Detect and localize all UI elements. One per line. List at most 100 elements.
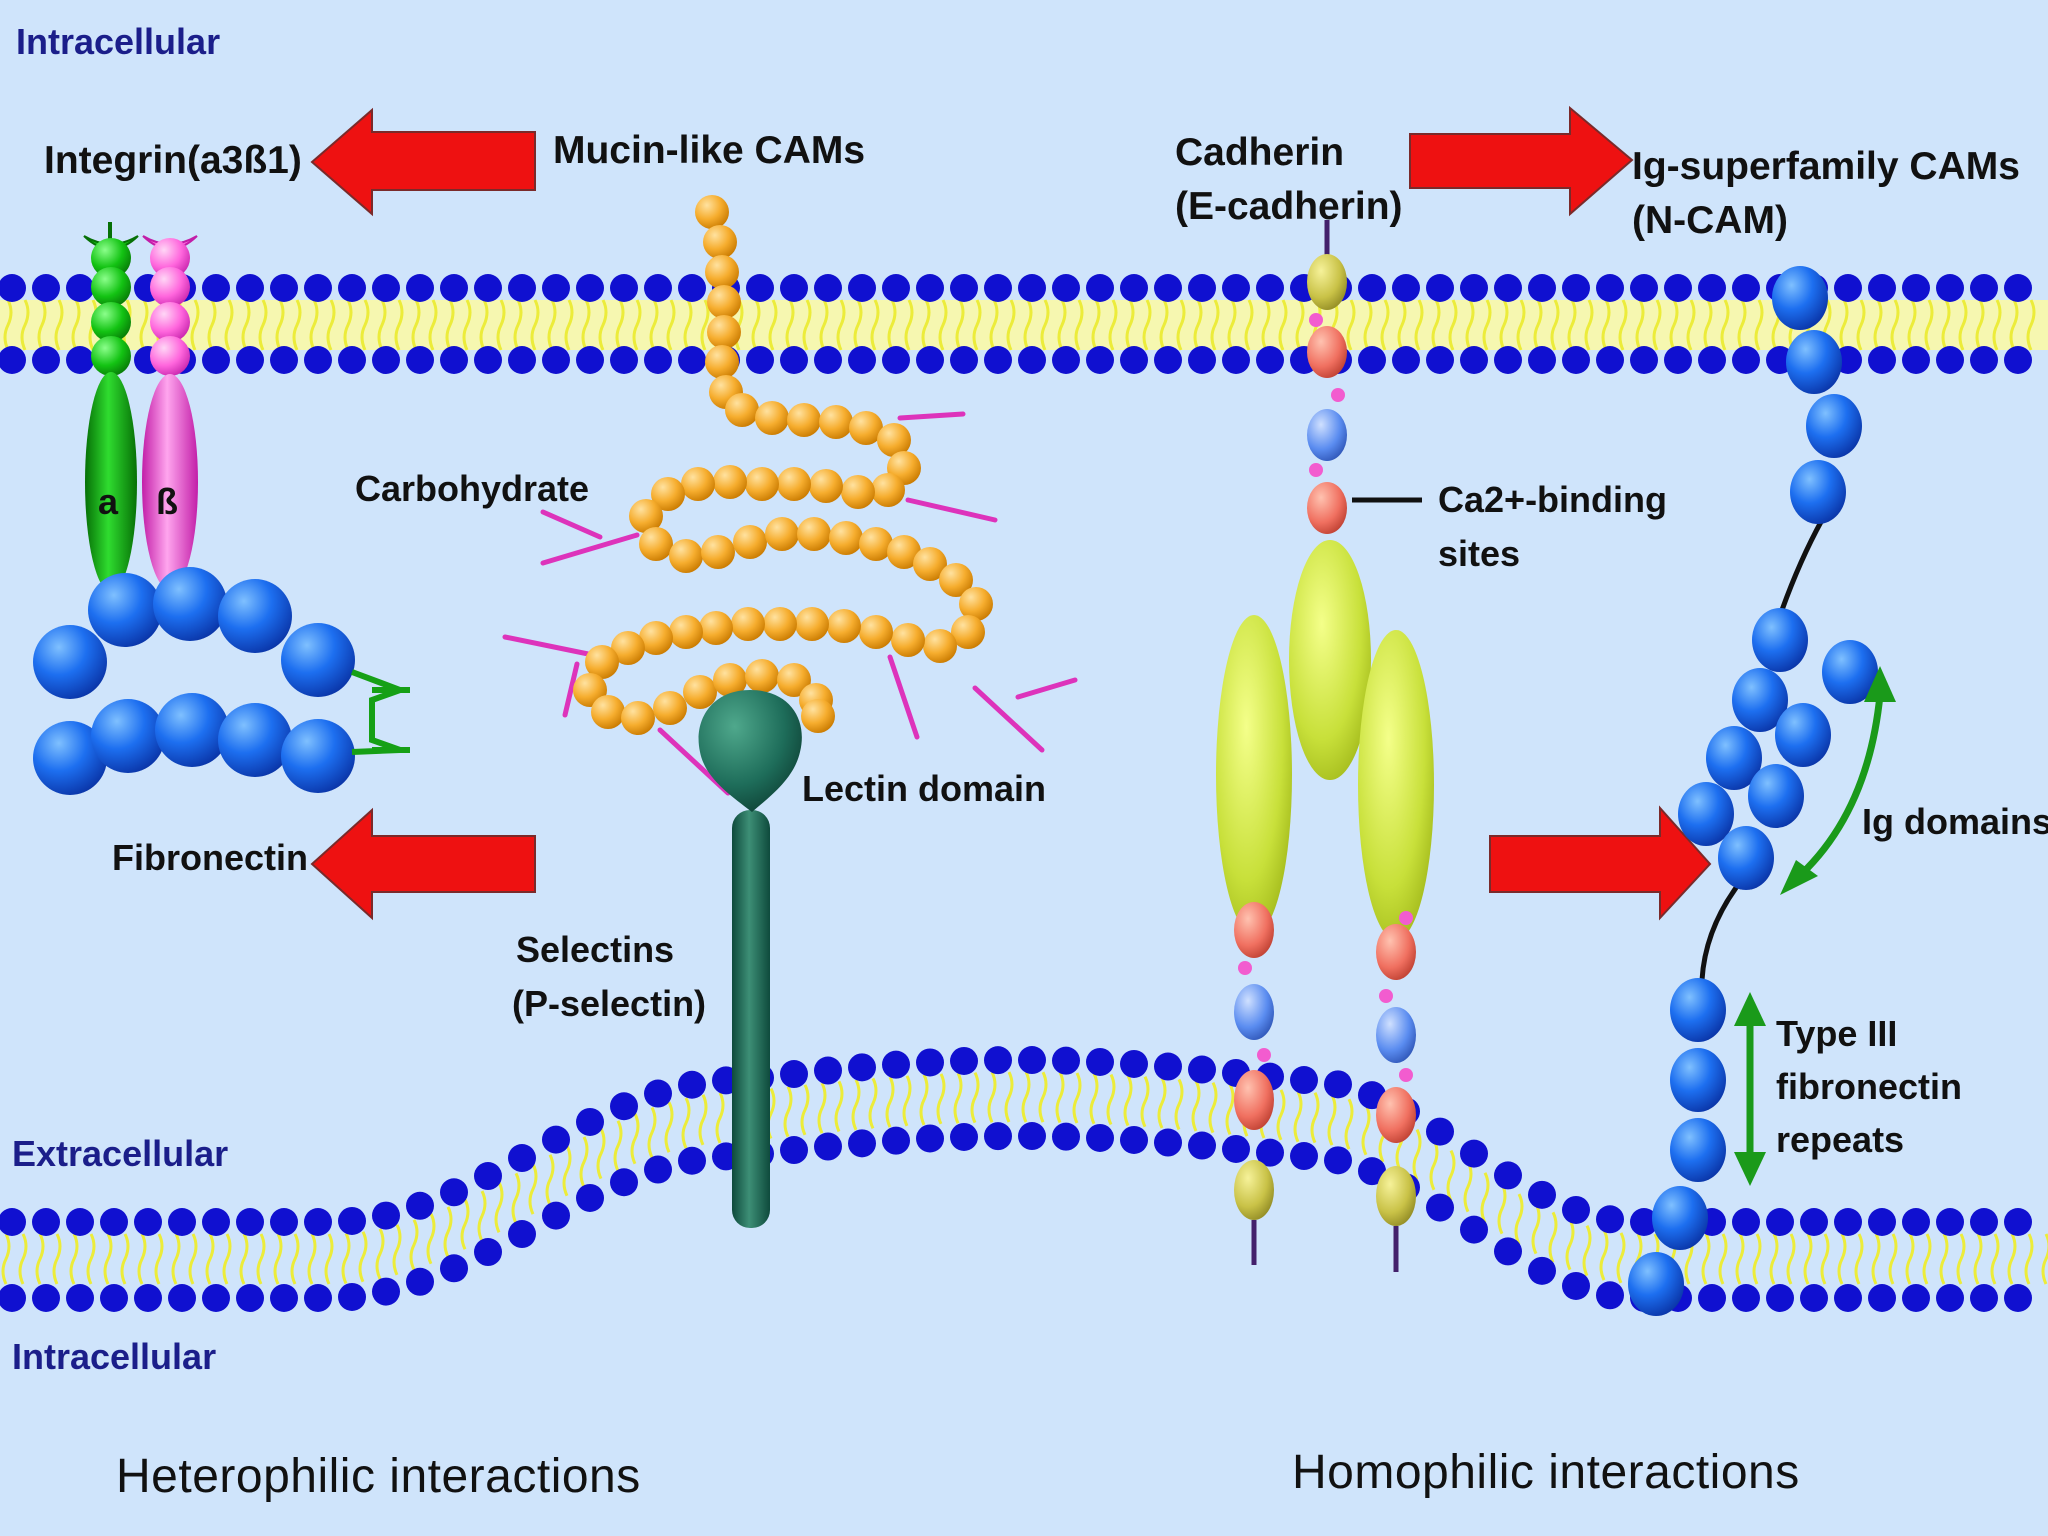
lipid-head	[1120, 274, 1148, 302]
lipid-head	[1358, 346, 1386, 374]
mucin-bead	[585, 645, 619, 679]
lipid-head	[1188, 274, 1216, 302]
lipid-head	[848, 1129, 876, 1158]
lipid-head	[1154, 1052, 1182, 1081]
lipid-head	[678, 346, 706, 374]
lipid-head	[1800, 1208, 1828, 1236]
region-label-bottom-intracellular: Intracellular	[12, 1336, 217, 1377]
lipid-head	[644, 274, 672, 302]
mucin-bead	[951, 615, 985, 649]
cadherin-ec1-domain	[1289, 540, 1371, 780]
lipid-head	[1120, 1049, 1148, 1078]
lipid-head	[984, 1122, 1012, 1151]
e-cadherin-label: (E-cadherin)	[1175, 185, 1403, 228]
lipid-head	[1018, 274, 1046, 302]
lipid-head	[1936, 1208, 1964, 1236]
bottom-membrane-heads	[0, 1046, 2032, 1312]
lipid-head	[474, 346, 502, 374]
mucin-bead	[859, 527, 893, 561]
lipid-head	[0, 274, 26, 302]
lipid-head	[1562, 1195, 1590, 1224]
lipid-head	[1426, 346, 1454, 374]
lipid-head	[1086, 274, 1114, 302]
ca-binding-label: Ca2+-binding	[1438, 479, 1668, 520]
selectin-stalk	[732, 810, 770, 1228]
lipid-head	[610, 1092, 638, 1121]
region-label-extracellular: Extracellular	[12, 1133, 229, 1174]
lipid-head	[1154, 346, 1182, 374]
top-membrane-tails	[0, 299, 2048, 351]
bottom-membrane	[0, 1046, 2048, 1312]
homophilic-heading: Homophilic interactions	[1292, 1446, 1800, 1499]
mucin-bead	[707, 285, 741, 319]
lipid-head	[848, 274, 876, 302]
lipid-head	[1800, 1284, 1828, 1312]
lipid-head	[1222, 274, 1250, 302]
lipid-head	[32, 1208, 60, 1236]
lipid-head	[1970, 274, 1998, 302]
mucin-bead	[629, 499, 663, 533]
lipid-head	[1324, 1146, 1352, 1175]
mucin-bead	[913, 547, 947, 581]
mucin-bead-chain	[573, 195, 993, 735]
lipid-head	[644, 346, 672, 374]
mucin-bead	[745, 467, 779, 501]
lipid-head	[1426, 1117, 1454, 1146]
lipid-head	[1052, 1046, 1080, 1075]
lipid-head	[202, 346, 230, 374]
lipid-head	[1086, 346, 1114, 374]
fibronectin-disulfide-bonds	[350, 669, 410, 755]
lipid-head	[814, 1132, 842, 1161]
lipid-head	[1494, 346, 1522, 374]
lipid-head	[1936, 346, 1964, 374]
ncam-label: (N-CAM)	[1632, 199, 1788, 242]
lipid-head	[1120, 346, 1148, 374]
lipid-head	[814, 1056, 842, 1085]
lipid-head	[304, 1208, 332, 1236]
lipid-head	[1052, 1122, 1080, 1151]
mucin-bead	[731, 607, 765, 641]
lipid-head	[1018, 346, 1046, 374]
lipid-head	[1358, 1157, 1386, 1186]
mucin-bead	[841, 475, 875, 509]
lipid-head	[338, 1282, 366, 1311]
type3-label: Type III	[1776, 1013, 1898, 1054]
lipid-head	[406, 346, 434, 374]
mucin-bead	[745, 659, 779, 693]
lipid-head	[1256, 274, 1284, 302]
lipid-head	[406, 274, 434, 302]
lipid-head	[848, 346, 876, 374]
lipid-head	[984, 346, 1012, 374]
lipid-head	[1834, 274, 1862, 302]
lipid-head	[1188, 1131, 1216, 1160]
lipid-head	[1222, 1134, 1250, 1163]
lipid-head	[1120, 1125, 1148, 1154]
lipid-head	[1460, 1139, 1488, 1168]
cadherin-label: Cadherin	[1175, 131, 1345, 174]
lipid-head	[1868, 346, 1896, 374]
lipid-head	[372, 1277, 400, 1306]
mucin-bead	[787, 403, 821, 437]
lipid-head	[916, 274, 944, 302]
mucin-bead	[777, 663, 811, 697]
lipid-head	[780, 1136, 808, 1165]
lipid-head	[814, 346, 842, 374]
arrow-to-integrin	[310, 107, 536, 217]
lipid-head	[1494, 1161, 1522, 1190]
lipid-head	[1766, 1284, 1794, 1312]
mucin-bead	[651, 477, 685, 511]
lipid-head	[168, 1208, 196, 1236]
lipid-head	[678, 1146, 706, 1175]
lipid-head	[1528, 346, 1556, 374]
region-label-top-intracellular: Intracellular	[16, 21, 221, 62]
mucin-bead	[669, 615, 703, 649]
lipid-head	[1018, 1046, 1046, 1075]
lipid-head	[202, 1284, 230, 1312]
lipid-head	[1766, 1208, 1794, 1236]
integrin-alpha-stalk	[85, 372, 137, 592]
lectin-domain	[698, 690, 802, 812]
lipid-head	[134, 1284, 162, 1312]
lipid-head	[542, 1201, 570, 1230]
lipid-head	[678, 274, 706, 302]
lipid-head	[1630, 346, 1658, 374]
